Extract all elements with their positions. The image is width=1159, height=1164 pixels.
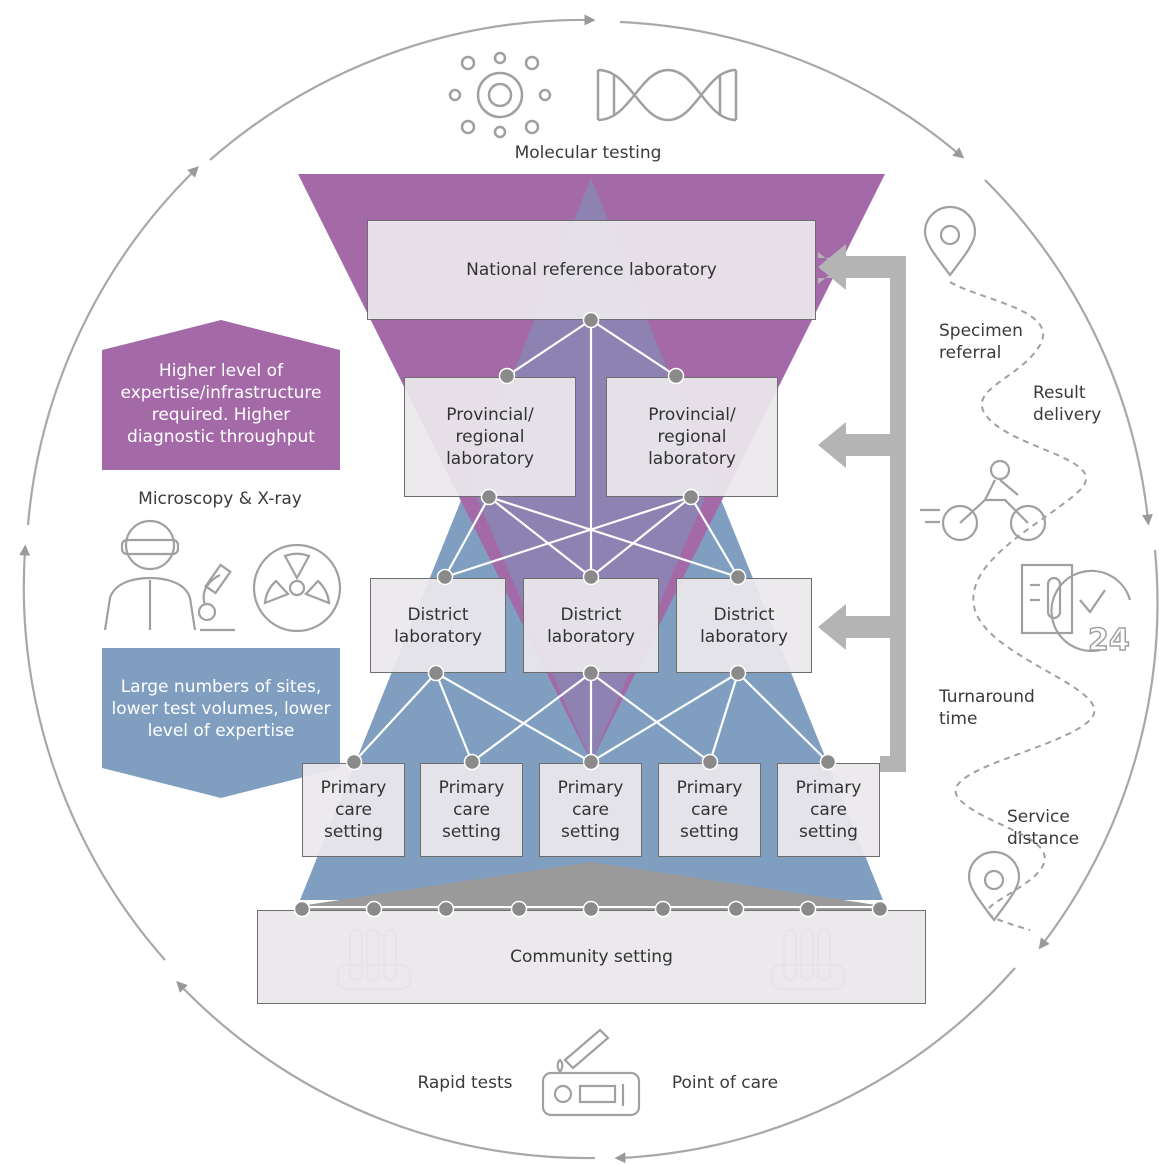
provincial-lab-label: Provincial/ regional laboratory [648,405,736,469]
primary-care-box: Primary care setting [658,763,761,857]
molecular-testing-label: Molecular testing [514,143,662,163]
radiation-icon [252,543,342,633]
district-lab-label: District laboratory [547,604,635,647]
arrow-to-district [818,604,906,650]
result-delivery-label: Result delivery [1033,383,1102,425]
service-distance-label: Service distance [1007,807,1080,849]
primary-care-box: Primary care setting [539,763,642,857]
expertise-panel-upper-text: Higher level of expertise/infrastructure… [120,361,322,447]
cycle-arc-bottom-left [176,981,596,1160]
arrow-to-provincial [818,422,906,468]
cycle-arc-top-left [209,14,596,161]
location-pin-icon [923,205,977,277]
primary-care-label: Primary care setting [676,778,743,842]
24-hour-icon: 24 [1050,569,1132,659]
primary-care-label: Primary care setting [438,778,505,842]
virus-icon [448,51,552,139]
microscope-icon [197,563,235,632]
point-of-care-label: Point of care [671,1073,779,1093]
bracket-bottom-stub [880,756,906,772]
cycle-arc-right-lower [1038,549,1159,950]
primary-care-label: Primary care setting [320,778,387,842]
community-wedge [300,862,883,906]
cycle-arc-top-right [619,20,965,159]
turnaround-time-label: Turnaround time [939,687,1035,729]
svg-text:24: 24 [1088,623,1130,658]
national-reference-lab-box: National reference laboratory [367,220,816,320]
primary-care-box: Primary care setting [420,763,523,857]
lab-worker-icon [103,519,197,631]
location-pin-icon-lower [967,850,1021,922]
primary-care-label: Primary care setting [795,778,862,842]
provincial-lab-box: Provincial/ regional laboratory [404,377,576,497]
primary-care-box: Primary care setting [302,763,405,857]
test-report-icon [1020,563,1074,635]
district-lab-label: District laboratory [394,604,482,647]
national-reference-lab-label: National reference laboratory [466,260,717,280]
cycle-arrows [19,14,1159,1164]
network-lines [353,319,829,763]
community-setting-box: Community setting [257,910,926,1004]
community-setting-label: Community setting [510,947,673,967]
provincial-lab-box: Provincial/ regional laboratory [606,377,778,497]
dna-icon [596,68,738,122]
expertise-panel-lower-text: Large numbers of sites, lower test volum… [111,677,331,741]
cycle-arc-bottom-right [614,967,1016,1164]
district-lab-box: District laboratory [523,578,659,673]
district-lab-label: District laboratory [700,604,788,647]
expertise-panel-lower: Large numbers of sites, lower test volum… [102,648,340,798]
primary-care-label: Primary care setting [557,778,624,842]
route-dashed-line [949,281,1096,931]
cycle-arc-left-lower [19,544,166,961]
rapid-test-cassette-icon [541,1028,641,1117]
microscopy-xray-label: Microscopy & X-ray [138,489,302,509]
district-lab-box: District laboratory [370,578,506,673]
cycle-arc-right-upper [984,179,1153,526]
arrow-to-national [818,244,906,290]
rapid-tests-label: Rapid tests [417,1073,513,1093]
motorcycle-icon [920,459,1047,542]
referral-bracket [818,244,906,772]
specimen-referral-label: Specimen referral [939,321,1023,363]
primary-care-box: Primary care setting [777,763,880,857]
provincial-lab-label: Provincial/ regional laboratory [446,405,534,469]
expertise-panel-upper: Higher level of expertise/infrastructure… [102,320,340,470]
district-lab-box: District laboratory [676,578,812,673]
cycle-arc-left-upper [26,166,199,526]
